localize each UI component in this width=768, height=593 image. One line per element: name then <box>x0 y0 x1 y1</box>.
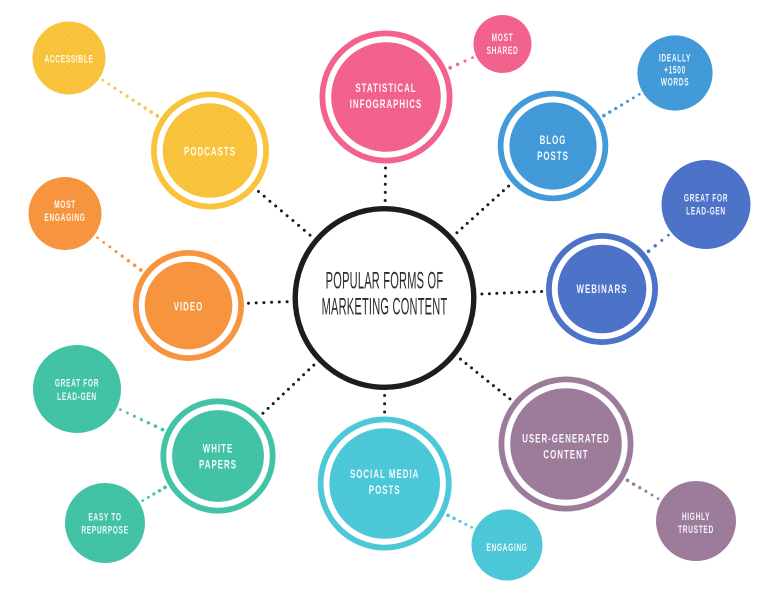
svg-text:POPULAR FORMS OF: POPULAR FORMS OF <box>326 266 444 293</box>
svg-text:GREAT FOR: GREAT FOR <box>55 377 99 389</box>
svg-text:CONTENT: CONTENT <box>543 449 588 462</box>
svg-text:INFOGRAPHICS: INFOGRAPHICS <box>350 98 423 111</box>
svg-text:POSTS: POSTS <box>369 485 401 498</box>
svg-text:IDEALLY: IDEALLY <box>659 52 691 64</box>
svg-text:EASY TO: EASY TO <box>88 511 121 523</box>
svg-text:PODCASTS: PODCASTS <box>184 146 236 159</box>
svg-text:BLOG: BLOG <box>540 134 567 147</box>
svg-text:HIGHLY: HIGHLY <box>682 510 710 522</box>
svg-text:POSTS: POSTS <box>537 150 569 163</box>
svg-text:GREAT FOR: GREAT FOR <box>684 192 728 204</box>
svg-text:STATISTICAL: STATISTICAL <box>355 82 416 95</box>
svg-text:MOST: MOST <box>54 198 76 210</box>
svg-text:REPURPOSE: REPURPOSE <box>81 524 128 536</box>
svg-text:PAPERS: PAPERS <box>199 459 237 472</box>
svg-text:ENGAGING: ENGAGING <box>44 211 85 223</box>
svg-text:WHITE: WHITE <box>203 443 233 456</box>
svg-text:WORDS: WORDS <box>661 76 690 88</box>
svg-text:WEBINARS: WEBINARS <box>576 283 627 296</box>
svg-text:LEAD-GEN: LEAD-GEN <box>686 205 726 217</box>
svg-text:VIDEO: VIDEO <box>174 301 204 314</box>
svg-text:LEAD-GEN: LEAD-GEN <box>57 390 97 402</box>
svg-text:USER-GENERATED: USER-GENERATED <box>522 433 610 446</box>
svg-text:MOST: MOST <box>492 31 514 43</box>
svg-text:ENGAGING: ENGAGING <box>486 541 527 553</box>
svg-text:+1500: +1500 <box>664 64 686 76</box>
svg-text:SHARED: SHARED <box>487 44 519 56</box>
svg-text:SOCIAL MEDIA: SOCIAL MEDIA <box>350 469 419 482</box>
svg-text:MARKETING CONTENT: MARKETING CONTENT <box>322 292 448 319</box>
svg-text:ACCESSIBLE: ACCESSIBLE <box>44 53 93 65</box>
svg-text:TRUSTED: TRUSTED <box>678 523 714 535</box>
